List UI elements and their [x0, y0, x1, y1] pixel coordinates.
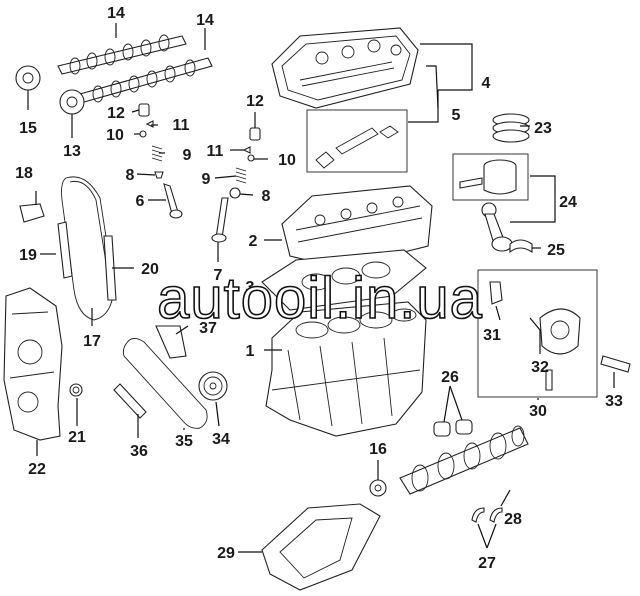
chain-tensioner-37: [155, 325, 187, 359]
valve-cover: [271, 27, 419, 109]
callout-10b: 10: [278, 152, 296, 169]
callout-27: 27: [478, 555, 496, 572]
watermark-text: autooil.in.ua: [157, 266, 483, 331]
callout-3: 3: [246, 279, 255, 296]
callout-18: 18: [15, 165, 33, 182]
engine-block: [265, 301, 427, 437]
cam-sprocket-13: [59, 89, 85, 115]
timing-chain-upper: [61, 176, 115, 321]
callout-13: 13: [63, 143, 81, 160]
callout-20: 20: [141, 261, 159, 278]
piston-rings: [492, 113, 530, 143]
callout-14b: 14: [196, 12, 214, 29]
sensor-33: [600, 355, 631, 373]
cylinder-head: [281, 185, 433, 269]
head-gasket: [261, 249, 427, 311]
rod-bearing: [509, 239, 533, 254]
callout-7: 7: [214, 267, 223, 284]
oil-pump-box: [477, 269, 598, 398]
callout-22: 22: [28, 461, 46, 478]
crankshaft: [399, 425, 529, 495]
callout-26: 26: [441, 369, 459, 386]
connecting-rod: [481, 202, 513, 252]
callout-28: 28: [504, 511, 522, 528]
chain-guide-36: [113, 383, 147, 419]
camshaft-intake: [57, 34, 187, 75]
callout-35: 35: [175, 433, 193, 450]
callout-34: 34: [212, 431, 230, 448]
callout-29: 29: [217, 545, 235, 562]
callout-11a: 11: [173, 117, 190, 134]
thrust-washers: [471, 507, 503, 523]
sensor-18: [19, 203, 45, 223]
callout-37: 37: [199, 320, 217, 337]
callout-8a: 8: [126, 167, 135, 184]
callout-10a: 10: [106, 127, 124, 144]
callout-16: 16: [369, 441, 387, 458]
main-bearings: [433, 419, 473, 437]
timing-cover: [3, 287, 63, 441]
callout-32: 32: [531, 359, 549, 376]
timing-chain-lower: [122, 338, 208, 429]
callout-25: 25: [547, 242, 565, 259]
front-seal: [69, 383, 83, 397]
callout-19: 19: [19, 247, 37, 264]
piston-box: [452, 153, 529, 201]
callout-21: 21: [68, 429, 86, 446]
valve-cover-gasket: [306, 109, 408, 173]
cam-sprocket-15: [15, 65, 41, 91]
callout-2: 2: [249, 233, 258, 250]
callout-numbers: 14 14 15 13 12 11 10 9 8 6 12 11 10 9 8 …: [15, 5, 623, 572]
callout-33: 33: [605, 393, 623, 410]
callout-6: 6: [136, 193, 145, 210]
crank-sprocket: [369, 479, 387, 497]
callout-5: 5: [452, 107, 461, 124]
callout-11b: 11: [207, 143, 224, 160]
callout-8b: 8: [262, 188, 271, 205]
callout-14a: 14: [107, 5, 125, 22]
callout-4: 4: [482, 75, 491, 92]
chain-guide-19: [57, 221, 73, 279]
callout-30: 30: [529, 403, 547, 420]
callout-9a: 9: [183, 147, 192, 164]
callout-24: 24: [559, 194, 577, 211]
callout-12b: 12: [246, 93, 264, 110]
oil-pan: [261, 503, 381, 591]
callout-12a: 12: [107, 105, 125, 122]
leader-lines: [27, 23, 615, 553]
callout-9b: 9: [202, 171, 211, 188]
valve-train-right: [211, 127, 261, 243]
callout-17: 17: [83, 333, 101, 350]
callout-36: 36: [130, 443, 148, 460]
chain-guide-20: [103, 235, 117, 301]
callout-23: 23: [534, 120, 552, 137]
callout-15: 15: [19, 120, 37, 137]
callout-31: 31: [483, 327, 501, 344]
sprocket-34: [198, 371, 228, 401]
callout-1: 1: [246, 343, 255, 360]
